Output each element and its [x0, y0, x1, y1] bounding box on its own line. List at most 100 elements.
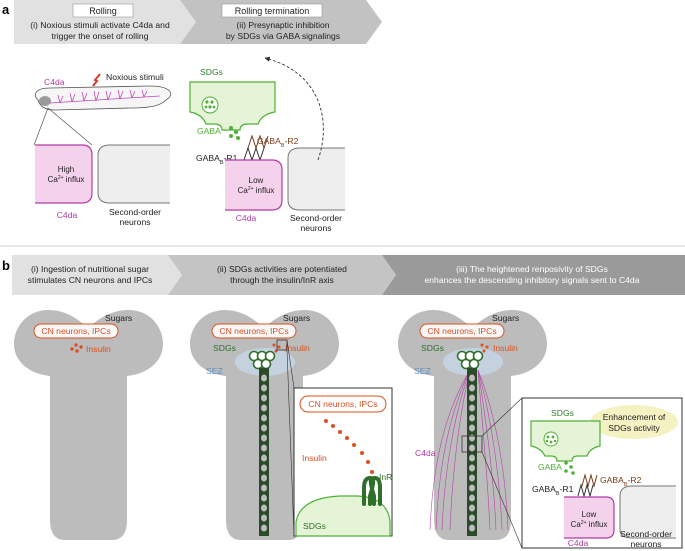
term-vesicle: [201, 96, 219, 114]
step2-zoom-lines: [286, 339, 295, 537]
brain-shapes: [14, 310, 547, 540]
term-ca-influx: Ca2+ influx: [238, 186, 275, 195]
rolling-high: High: [58, 165, 74, 174]
term-gabab-r2: [247, 134, 269, 150]
step2-cn-ipc-label: CN neurons, IPCs: [219, 326, 288, 336]
step2-caption-2: through the insulin/InR axis: [230, 275, 334, 285]
step1-caption-2: stimulates CN neurons and IPCs: [28, 275, 153, 285]
step2-inset-insulin-dots: [324, 419, 374, 474]
step2-inset-sdg-membrane: [295, 495, 391, 537]
step3-second-order-2: neurons: [630, 539, 661, 549]
rolling-tag-box: [72, 3, 134, 18]
panel-a-label: a: [2, 2, 10, 17]
term-gaba-label: GABA: [197, 126, 221, 136]
step3-vesicle-dots: [545, 435, 557, 444]
step2-inset-inr-label: InR: [379, 472, 392, 482]
step3-enhancement-1: Enhancement of: [603, 412, 666, 422]
step2-sdgs-label: SDGs: [213, 343, 236, 353]
term-gabab-r2-label: GABAB-R2: [257, 136, 299, 149]
step3-sez-label: SEZ: [414, 366, 431, 376]
step2-inset-inr-receptor: [362, 475, 382, 506]
step1-insulin-dots: [70, 343, 83, 353]
step2-insulin-dots: [272, 343, 281, 353]
larva-illustration: [34, 73, 172, 111]
feedback-dashed-arrow: [264, 56, 324, 161]
rolling-c4da-bottom-label: C4da: [57, 210, 78, 220]
step2-sez-label: SEZ: [206, 366, 223, 376]
step3-c4da-bottom-label: C4da: [568, 538, 589, 548]
term-low: Low: [249, 176, 264, 185]
panel-b-label: b: [2, 258, 10, 273]
step3-cn-ipc-box: [419, 323, 505, 339]
step3-enhancement-2: SDGs activity: [608, 423, 660, 433]
step3-second-order-neuron: [619, 485, 676, 539]
step3-enhancement-halo: [590, 405, 678, 439]
rolling-second-order-2: neurons: [119, 217, 150, 227]
step2-inset-cn-ipc-label: CN neurons, IPCs: [308, 399, 377, 409]
step3-sdg-cells: [456, 350, 484, 370]
step3-caption-2: enhances the descending inhibitory signa…: [425, 275, 640, 285]
step1-cn-ipc-label: CN neurons, IPCs: [41, 326, 110, 336]
step2-caption-1: (ii) SDGs activities are potentiated: [217, 264, 347, 274]
step2-inset-sdgs-label: SDGs: [303, 521, 326, 531]
term-sdgs-label: SDGs: [200, 67, 223, 77]
step3-second-order-1: Second-order: [620, 529, 672, 539]
term-second-order-neuron: [287, 147, 345, 211]
panel-b-banner: [12, 255, 685, 295]
step3-insulin-label: Insulin: [493, 343, 518, 353]
rolling-second-order-neuron: [97, 144, 170, 204]
step2-zoom-square: [276, 339, 288, 351]
step3-zoom-square: [461, 435, 483, 453]
step2-cn-ipc-box: [211, 323, 297, 339]
step3-vesicle: [543, 431, 559, 447]
rolling-caption-2: trigger the onset of rolling: [52, 31, 149, 41]
term-second-order-1: Second-order: [290, 213, 342, 223]
step3-insulin-dots: [480, 343, 489, 353]
step3-sdg-neuron: [530, 420, 601, 462]
step3-gabab-r2: [581, 473, 598, 488]
step3-gaba-dots: [564, 461, 575, 475]
rolling-caption-1: (i) Noxious stimuli activate C4da and: [30, 20, 170, 30]
step2-inset-cn-ipc-box: [299, 395, 387, 413]
step3-inset-sdgs-label: SDGs: [551, 408, 574, 418]
step3-low: Low: [582, 510, 597, 519]
step3-cn-ipc-label: CN neurons, IPCs: [427, 326, 496, 336]
step2-sdg-cells: [248, 350, 276, 370]
termination-caption-2: by SDGs via GABA signalings: [226, 31, 340, 41]
step2-insulin-label: Insulin: [285, 343, 310, 353]
step3-c4da-label: C4da: [415, 448, 436, 458]
step2-vnc-chain: [259, 368, 269, 536]
step2-inset-insulin-label: Insulin: [302, 453, 327, 463]
step3-c4da-terminal: [564, 496, 615, 539]
term-gabab-r1-label: GABAB-R1: [196, 153, 238, 166]
step3-caption-1: (iii) The heightened renposivity of SDGs: [456, 264, 608, 274]
term-c4da-terminal: [225, 159, 283, 211]
rolling-second-order-1: Second-order: [109, 207, 161, 217]
term-sdg-neuron: [189, 81, 276, 131]
step3-gabab-r2-label: GABAB-R2: [600, 475, 642, 488]
step3-ca-influx: Ca2+ influx: [571, 520, 608, 529]
step1-cn-ipc-box: [33, 323, 119, 339]
term-gaba-dots: [229, 126, 240, 140]
step3-sdgs-label: SDGs: [421, 343, 444, 353]
step3-zoom-lines: [481, 397, 523, 549]
noxious-stimuli-label: Noxious stimuli: [106, 72, 164, 82]
step3-gabab-r1-label: GABAB-R1: [532, 484, 574, 497]
termination-caption-1: (ii) Presynaptic inhibition: [236, 20, 329, 30]
step3-gabab-r1: [577, 483, 594, 498]
term-second-order-2: neurons: [300, 223, 331, 233]
step3-sugars-label: Sugars: [492, 313, 519, 323]
step3-gaba-label: GABA: [538, 462, 562, 472]
step1-caption-1: (i) Ingestion of nutritional sugar: [31, 264, 149, 274]
termination-tag-box: [221, 3, 323, 18]
term-gabab-r1: [243, 146, 265, 162]
term-vesicle-dots: [204, 100, 216, 109]
zoom-lines: [33, 107, 93, 146]
rolling-tag: Rolling: [89, 6, 117, 16]
larva-c4da-label: C4da: [44, 77, 65, 87]
rolling-ca-influx: Ca2+ influx: [48, 175, 85, 184]
step2-sugars-label: Sugars: [283, 313, 310, 323]
termination-tag: Rolling termination: [235, 6, 310, 16]
step1-insulin-label: Insulin: [86, 344, 111, 354]
